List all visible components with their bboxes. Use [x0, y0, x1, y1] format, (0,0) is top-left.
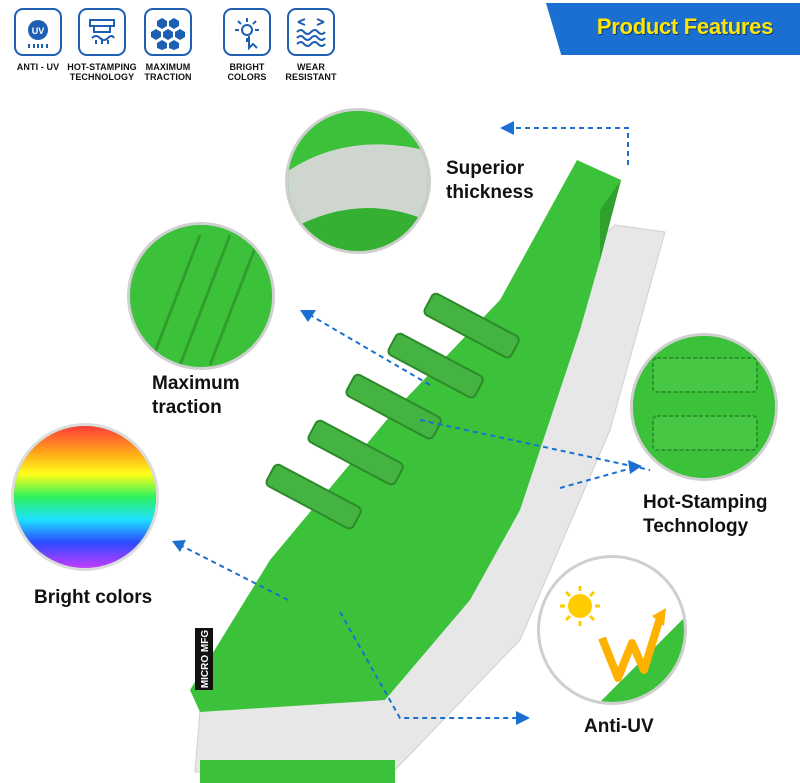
hexagon-grid-icon	[144, 8, 192, 56]
hot-stamping-icon	[78, 8, 126, 56]
feature-label: MAXIMUM TRACTION	[144, 62, 192, 82]
waves-icon	[287, 8, 335, 56]
feature-label: HOT-STAMPING TECHNOLOGY	[67, 62, 137, 82]
feature-icon-strip: UV ANTI - UV HOT-STAMPING TECHNOLOGY	[0, 0, 540, 95]
feature-label: BRIGHT COLORS	[227, 62, 267, 82]
feature-wear-resistant: WEAR RESISTANT	[273, 0, 349, 82]
header-banner	[546, 3, 800, 55]
uv-shield-icon: UV	[14, 8, 62, 56]
callout-bright-colors: Bright colors	[34, 587, 153, 608]
bright-colors-detail-circle	[11, 423, 159, 571]
feature-bright-colors: BRIGHT COLORS	[209, 0, 285, 82]
feature-maximum-traction: MAXIMUM TRACTION	[130, 0, 206, 82]
callout-thickness: Superior thickness	[446, 158, 534, 203]
traction-ribs	[265, 292, 520, 530]
callout-anti-uv: Anti-UV	[584, 716, 654, 737]
anti-uv-detail-circle	[537, 555, 687, 705]
touch-sparkle-icon	[223, 8, 271, 56]
hot-stamping-detail-circle	[630, 333, 778, 481]
svg-text:MICRO MFG: MICRO MFG	[200, 630, 211, 689]
callout-traction: Maximum traction	[152, 373, 240, 418]
callout-hot-stamping: Hot-Stamping Technology	[643, 492, 768, 537]
traction-detail-circle	[127, 222, 275, 370]
feature-hot-stamping: HOT-STAMPING TECHNOLOGY	[64, 0, 140, 82]
feature-label: ANTI - UV	[16, 62, 60, 72]
feature-anti-uv: UV ANTI - UV	[0, 0, 76, 72]
svg-text:UV: UV	[32, 26, 45, 36]
feature-label: WEAR RESISTANT	[285, 62, 337, 82]
brand-logo: MICRO MFG	[195, 628, 213, 690]
page-title: Product Features	[596, 14, 774, 39]
thickness-detail-circle	[285, 108, 431, 254]
sun-icon	[560, 586, 600, 626]
